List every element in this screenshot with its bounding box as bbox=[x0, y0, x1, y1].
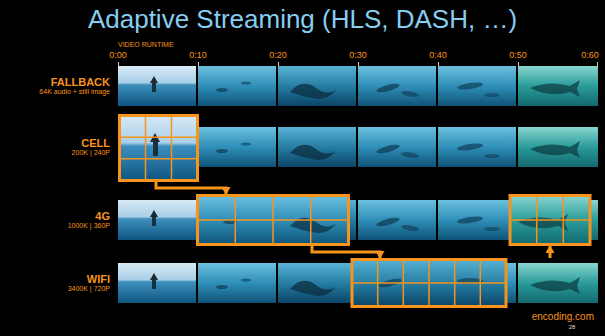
segment-highlight bbox=[510, 196, 590, 245]
quality-row: WIFI3400K | 720P bbox=[6, 258, 600, 308]
row-name: 4G bbox=[6, 210, 110, 223]
row-label: WIFI3400K | 720P bbox=[6, 273, 110, 294]
time-tick: 0:30 bbox=[349, 50, 367, 60]
bitrate-resolution: 64K audio + still image bbox=[6, 88, 110, 96]
quality-row: FALLBACK64K audio + still image bbox=[6, 64, 600, 108]
bitrate-resolution: 3400K | 720P bbox=[6, 285, 110, 293]
bitrate-resolution: 1000K | 360P bbox=[6, 222, 110, 230]
segment-highlight bbox=[352, 260, 506, 307]
switch-arrow bbox=[549, 246, 552, 258]
quality-row: 4G1000K | 360P bbox=[6, 194, 600, 246]
switch-arrow bbox=[156, 182, 226, 194]
axis-title: VIDEO RUNTIME bbox=[118, 41, 174, 49]
video-strip bbox=[118, 66, 598, 106]
time-tick: 0:50 bbox=[509, 50, 527, 60]
switch-arrow bbox=[312, 246, 380, 258]
row-name: FALLBACK bbox=[6, 76, 110, 89]
row-label: 4G1000K | 360P bbox=[6, 210, 110, 231]
row-label: FALLBACK64K audio + still image bbox=[6, 76, 110, 97]
row-label: CELL200K | 240P bbox=[6, 137, 110, 158]
time-tick: 0:40 bbox=[429, 50, 447, 60]
segment-highlight bbox=[120, 116, 198, 181]
slide-number: 28 bbox=[569, 324, 576, 331]
watermark: encoding.com bbox=[532, 311, 594, 323]
time-tick: 0:00 bbox=[109, 50, 127, 60]
time-tick: 0:20 bbox=[269, 50, 287, 60]
row-name: CELL bbox=[6, 137, 110, 150]
segment-highlight bbox=[198, 196, 349, 245]
bitrate-resolution: 200K | 240P bbox=[6, 149, 110, 157]
quality-row: CELL200K | 240P bbox=[6, 114, 600, 182]
slide-title: Adaptive Streaming (HLS, DASH, …) bbox=[0, 4, 605, 34]
tick-marks bbox=[119, 62, 598, 66]
row-name: WIFI bbox=[6, 273, 110, 286]
time-tick: 0:10 bbox=[189, 50, 207, 60]
time-tick: 0:60 bbox=[581, 50, 599, 60]
